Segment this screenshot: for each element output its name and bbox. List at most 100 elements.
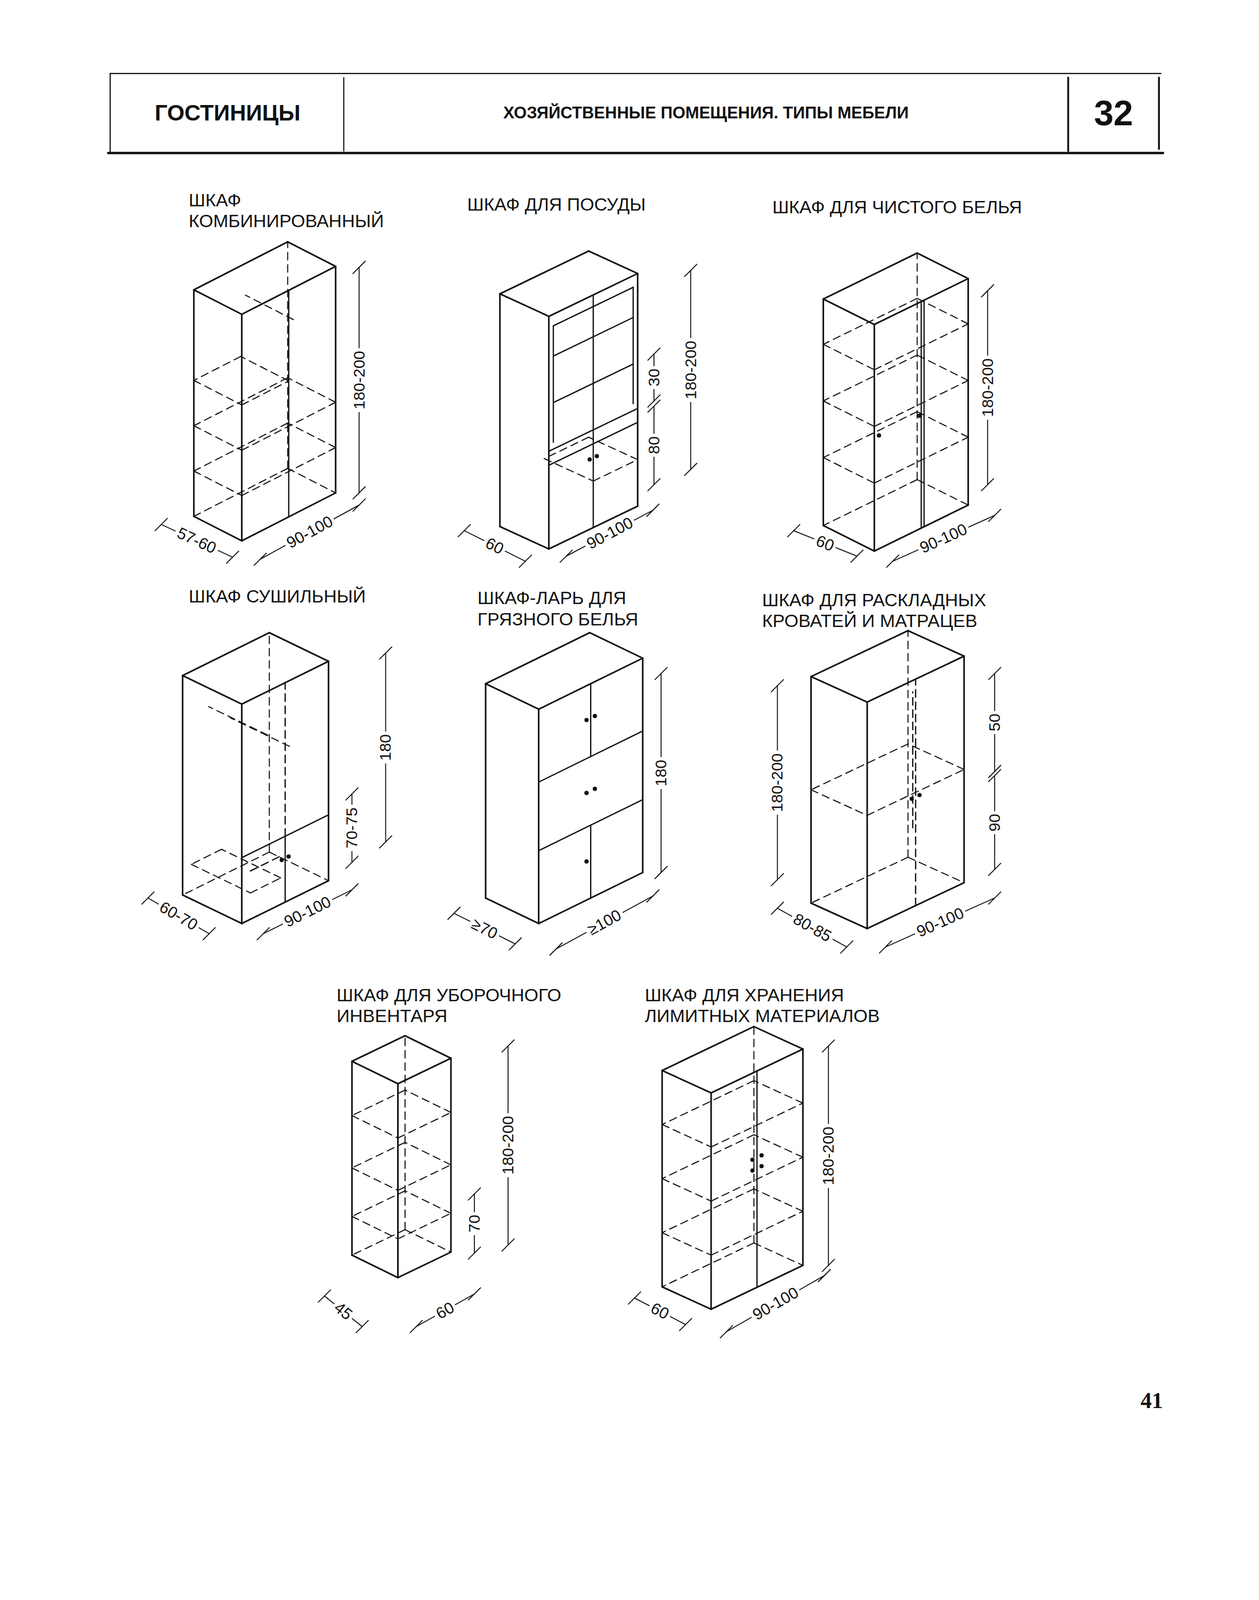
hidden-edge: [662, 1242, 754, 1287]
cabinet-edge: [823, 299, 875, 325]
shelf: [194, 380, 242, 406]
shelf: [823, 411, 918, 458]
dimension-tick: [509, 937, 522, 950]
hidden-edge: [916, 253, 918, 480]
shelf: [917, 354, 969, 381]
cabinet-edge: [641, 658, 644, 873]
door-handle: [759, 1163, 764, 1168]
door-line: [592, 294, 594, 528]
door-handle: [584, 790, 589, 795]
hidden-edge: [351, 1229, 406, 1255]
header-cell: ГОСТИНИЦЫ: [111, 74, 344, 152]
shelf: [240, 356, 289, 382]
cabinet-edge: [753, 1026, 803, 1049]
cabinet-edge: [485, 683, 539, 709]
dimension-line: [793, 530, 858, 556]
door-line: [549, 422, 639, 465]
cabinet-edge: [499, 251, 589, 294]
header-divider: [343, 77, 345, 152]
cabinet-edge: [662, 1070, 712, 1093]
dimension-tick: [879, 940, 892, 954]
shelf: [811, 789, 868, 815]
shelf: [823, 400, 875, 427]
shelf: [544, 458, 594, 481]
header-frame: [110, 73, 1161, 75]
door-line: [549, 408, 639, 451]
dimension-tick: [850, 550, 863, 563]
dimension-label: 180-200: [499, 1112, 517, 1177]
shelf: [874, 380, 968, 427]
dimension-tick: [345, 787, 359, 801]
dimension-label: 60: [431, 1296, 460, 1323]
hidden-edge: [405, 1229, 451, 1252]
shelf: [351, 1090, 406, 1116]
hidden-edge: [917, 479, 969, 506]
dimension-tick: [468, 1246, 481, 1259]
door-handle: [750, 1157, 755, 1162]
cabinet-title: ШКАФ СУШИЛЬНЫЙ: [188, 585, 366, 607]
shelf: [662, 1124, 712, 1147]
cabinet-edge: [194, 289, 242, 315]
door-line: [923, 300, 925, 527]
door-line: [590, 825, 592, 899]
cabinet-edge: [351, 1061, 353, 1256]
dimension-tick: [988, 769, 1002, 782]
dimension-tick: [226, 551, 239, 564]
dimension-tick: [502, 1039, 515, 1052]
dimension-line: [777, 908, 847, 948]
dimension-tick: [988, 667, 1002, 680]
cabinet-title: ШКАФ-ЛАРЬ ДЛЯ ГРЯЗНОГО БЕЛЬЯ: [477, 587, 670, 629]
drying-rail: [230, 717, 290, 747]
door-handle: [587, 457, 592, 462]
dimension-line: [885, 897, 995, 947]
door-line: [552, 325, 554, 442]
door-line: [590, 683, 592, 757]
shelf: [398, 1112, 452, 1139]
cabinet-edge: [873, 324, 876, 552]
dimension-tick: [141, 891, 155, 905]
dimension-label: 180-200: [350, 348, 368, 413]
dimension-tick: [684, 463, 697, 476]
hidden-edge: [268, 632, 270, 853]
dimension-line: [263, 889, 353, 934]
dimension-label: 90: [986, 810, 1004, 834]
header-cell: ХОЗЯЙСТВЕННЫЕ ПОМЕЩЕНИЯ. ТИПЫ МЕБЕЛИ: [343, 74, 1069, 152]
dimension-tick: [818, 1269, 831, 1282]
door-handle: [592, 786, 597, 792]
shelf: [241, 447, 336, 496]
cabinet-edge: [547, 316, 550, 549]
dimension-label: 180: [376, 731, 394, 764]
dimension-label: 80: [645, 433, 663, 457]
dimension-tick: [345, 856, 359, 869]
shelf: [241, 402, 336, 451]
shelf: [753, 1080, 803, 1103]
cabinet-edge: [917, 253, 969, 279]
cabinet-title: ШКАФ ДЛЯ УБОРОЧНОГО ИНВЕНТАРЯ: [336, 984, 588, 1027]
dimension-line: [454, 913, 516, 944]
dimension-tick: [647, 504, 660, 517]
cabinet-edge: [811, 676, 868, 702]
header-divider: [1067, 77, 1070, 152]
cabinet-title: ШКАФ ДЛЯ ХРАНЕНИЯ ЛИМИТНЫХ МАТЕРИАЛОВ: [644, 984, 896, 1027]
shelf: [194, 356, 241, 381]
cabinet-edge: [182, 675, 242, 705]
shelf: [908, 743, 965, 770]
dimension-tick: [468, 1287, 481, 1301]
door-handle: [909, 796, 915, 801]
shelf: [711, 1102, 803, 1147]
door-line: [553, 317, 634, 357]
header-frame: [108, 151, 1164, 155]
dimension-tick: [468, 1187, 481, 1200]
shelf: [662, 1178, 712, 1201]
cabinet-edge: [351, 1254, 398, 1278]
dimension-label: 90-100: [911, 902, 969, 942]
drying-rail: [208, 706, 268, 736]
shelf: [544, 437, 589, 459]
dimension-tick: [684, 264, 697, 277]
dimension-line: [555, 896, 653, 950]
door-handle: [917, 792, 922, 797]
dimension-line: [634, 1297, 687, 1325]
cabinet-edge: [351, 1061, 398, 1084]
cabinet-edge: [182, 632, 270, 676]
shelf: [753, 1188, 803, 1212]
